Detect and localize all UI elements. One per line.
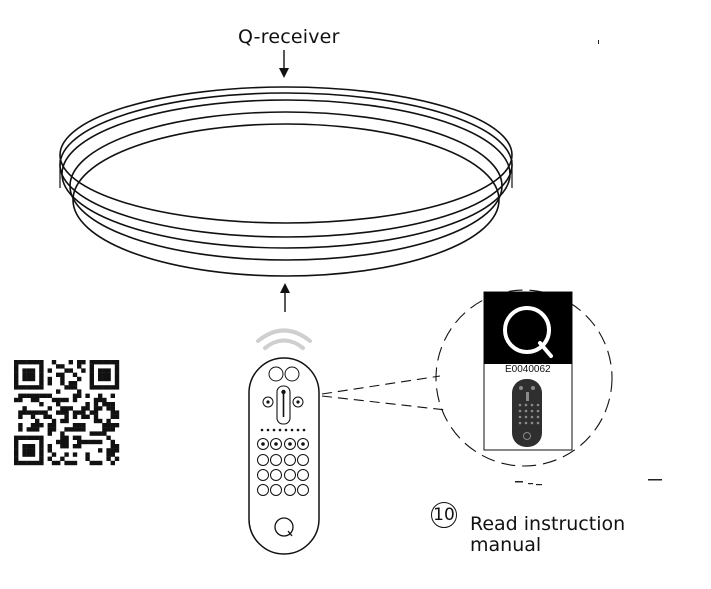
arrow-up-from-remote — [280, 283, 290, 312]
q-logo-icon — [274, 517, 294, 537]
remote-top-left-button — [268, 366, 284, 382]
arrow-down-to-receiver — [279, 50, 289, 78]
product-code-label: E0040062 — [505, 364, 551, 375]
wireless-signal-icon — [256, 328, 312, 350]
receiver-label: Q-receiver — [238, 26, 340, 48]
remote-small-dots — [260, 428, 306, 432]
q-badge-logo-icon — [503, 306, 553, 358]
remote-button-grid — [257, 454, 309, 496]
remote-control — [248, 357, 320, 555]
zoom-callout-lines — [321, 375, 447, 411]
ceiling-light — [59, 86, 513, 277]
magnifier-circle — [435, 289, 613, 467]
instruction-text: Read instruction manual — [470, 513, 626, 556]
mini-remote-image — [512, 379, 542, 447]
qr-code — [14, 360, 120, 466]
scan-artifacts — [515, 40, 662, 486]
product-card — [483, 291, 573, 451]
remote-top-right-button — [284, 366, 300, 382]
step-number-badge: 10 — [431, 502, 457, 528]
